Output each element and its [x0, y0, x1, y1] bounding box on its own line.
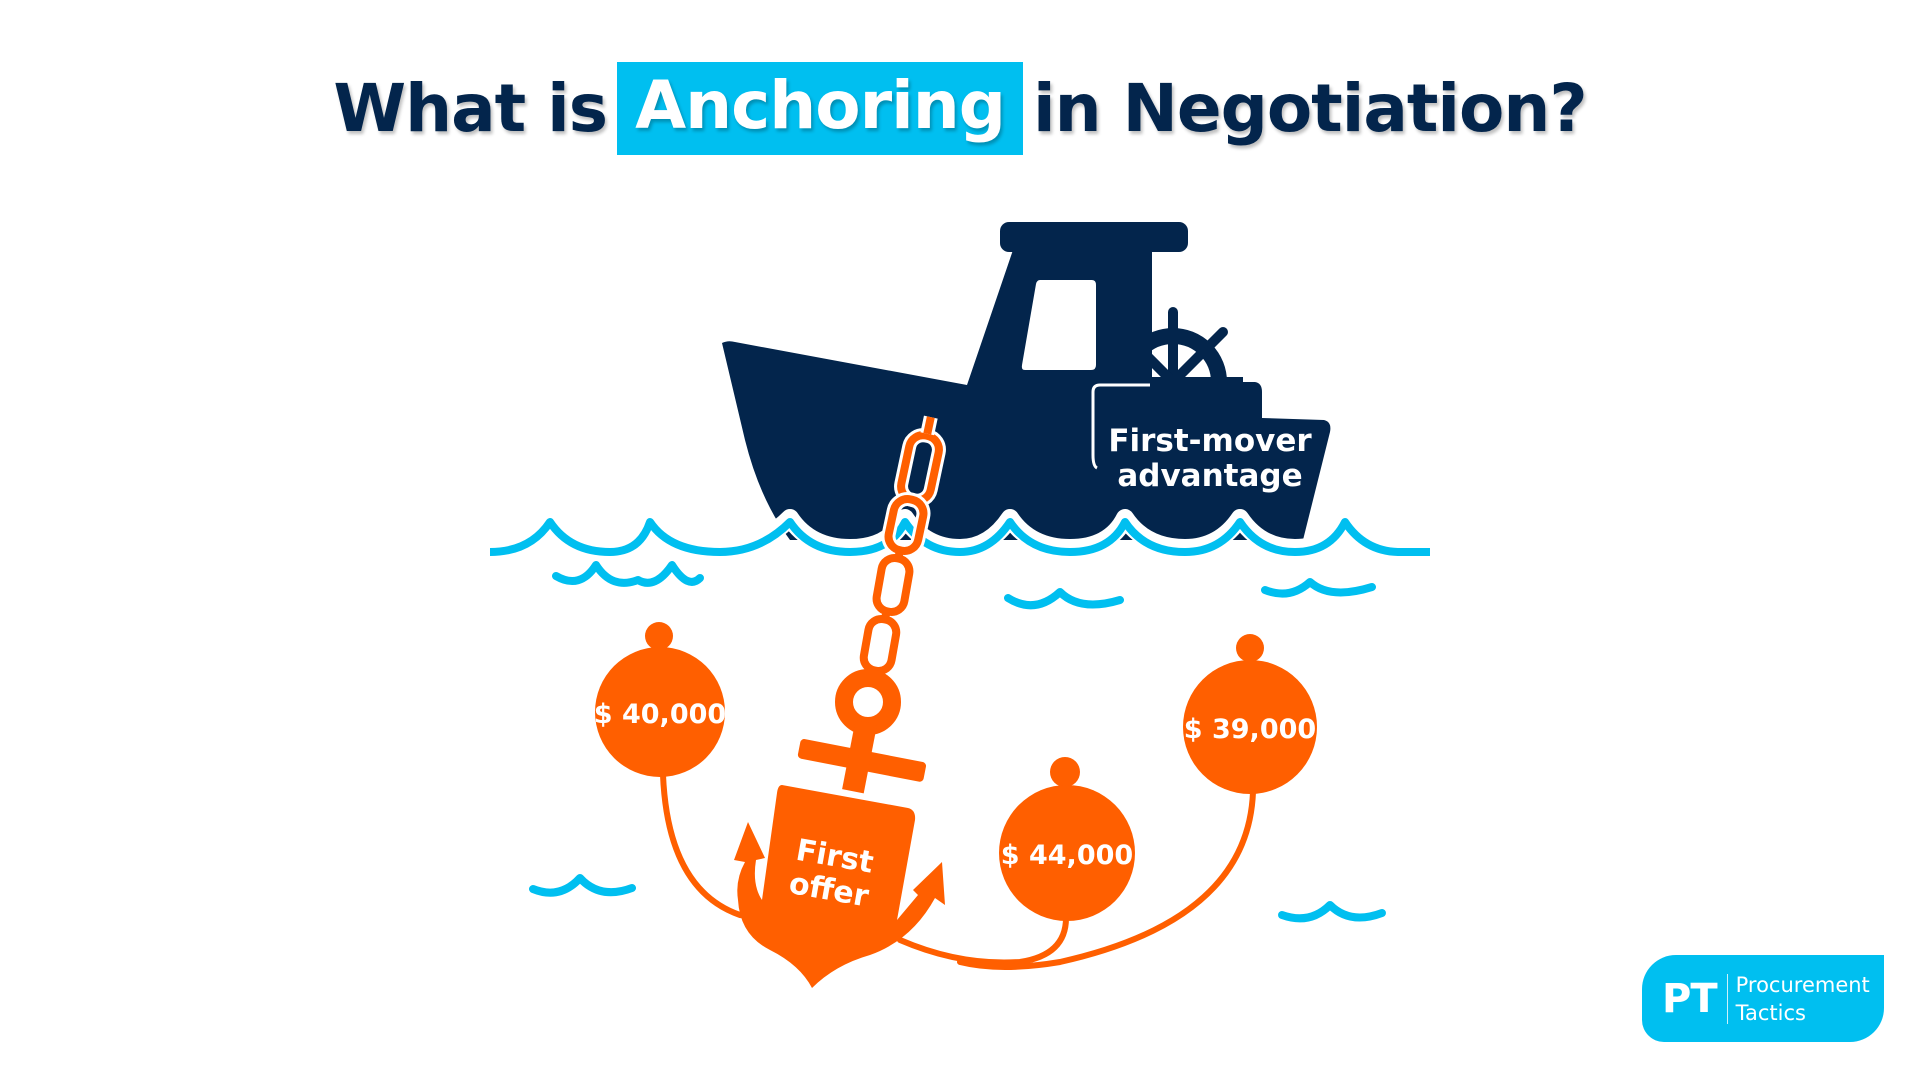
boat-label-line2: advantage [1117, 458, 1302, 494]
wave-icon [1004, 588, 1124, 610]
title-highlight: Anchoring [617, 62, 1023, 156]
boat-label-line1: First-mover [1108, 423, 1312, 459]
buoy-ropes [660, 772, 1256, 970]
logo-line2: Tactics [1735, 1000, 1806, 1025]
title-prefix: What is [333, 70, 608, 148]
buoy-label: $ 44,000 [1001, 840, 1133, 871]
buoy-39000: $ 39,000 [1183, 634, 1317, 794]
wave-icon [529, 874, 636, 897]
wave-icon [1261, 578, 1376, 598]
logo-wordmark: Procurement Tactics [1736, 971, 1870, 1027]
wave-icon [1278, 901, 1386, 923]
wave-icon [552, 561, 704, 587]
logo-mark: PT [1662, 975, 1718, 1022]
anchor-icon: First offer [734, 669, 945, 988]
waterline-wave-icon [489, 509, 1430, 557]
buoy-label: $ 39,000 [1184, 714, 1316, 745]
buoy-40000: $ 40,000 [594, 622, 726, 777]
procurement-tactics-logo[interactable]: PT Procurement Tactics [1642, 955, 1884, 1042]
buoy-44000: $ 44,000 [999, 757, 1135, 921]
chain-icon [859, 415, 946, 682]
logo-divider [1726, 973, 1728, 1024]
boat-icon: First-mover advantage [722, 222, 1331, 540]
buoy-label: $ 40,000 [594, 699, 726, 730]
title-suffix: in Negotiation? [1033, 70, 1588, 148]
logo-line1: Procurement [1735, 972, 1870, 997]
